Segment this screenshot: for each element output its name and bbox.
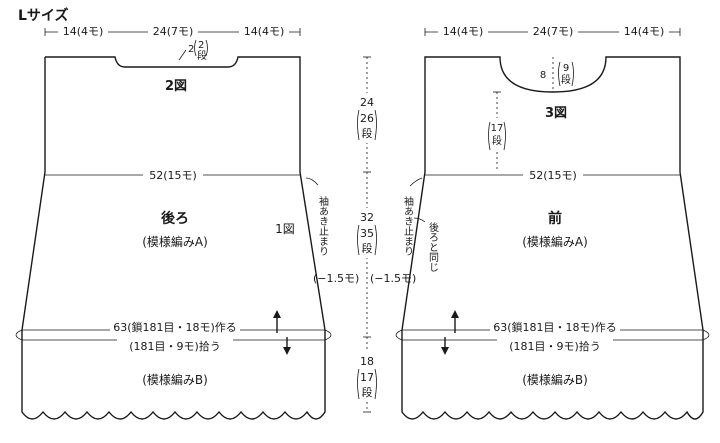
back-top-left-width: 14(4モ)	[63, 25, 104, 38]
back-down-arrow-icon	[283, 347, 291, 355]
back-armhole-stop: 袖あき止まり	[317, 195, 329, 256]
front-armhole-stop: 袖あき止まり	[402, 195, 414, 256]
back-top-left-label-bg	[58, 24, 108, 38]
back-neck-paren-right	[205, 39, 208, 57]
upper-paren-right	[374, 109, 377, 141]
back-neck-depth-num: 2	[188, 44, 194, 55]
front-outline-right-lower	[679, 171, 704, 380]
front-side-paren-right	[503, 121, 506, 151]
upper-height-num: 24	[360, 96, 374, 109]
front-top-center-width: 24(7モ)	[533, 25, 574, 38]
mid-height-num: 32	[360, 211, 374, 224]
front-top-right-label-bg	[619, 24, 669, 38]
lower-paren-right	[374, 368, 377, 400]
back-figure-1: 1図	[275, 222, 295, 236]
back-top-right-label-bg	[239, 24, 289, 38]
upper-height-bg	[356, 93, 378, 143]
front-side-rows-b: 段	[492, 134, 502, 147]
front-hem-line-top: 63(鎖181目・18モ)作る	[493, 320, 617, 334]
front-side-rows-a: 17	[491, 123, 504, 134]
vertical-dimensions: 24 26 段 32 35 段 18 17 段	[356, 56, 378, 413]
front-top-left-width: 14(4モ)	[443, 25, 484, 38]
front-armhole-stop-leader	[409, 177, 423, 187]
back-pattern-a: (模様編みA)	[142, 234, 208, 249]
lower-height-bg	[356, 352, 378, 402]
front-neck-paren-right	[571, 61, 574, 87]
front-neck-figure: 3図	[545, 106, 567, 121]
back-armhole-stop-leader	[305, 177, 319, 186]
lower-paren-left	[357, 368, 360, 400]
mid-paren-right	[374, 224, 377, 256]
back-hem-line-top: 63(鎖181目・18モ)作る	[113, 320, 237, 334]
back-hem-line-bottom: (181目・9モ)拾う	[129, 339, 221, 353]
front-pattern-a: (模様編みA)	[522, 234, 588, 249]
size-label: Lサイズ	[18, 7, 69, 24]
back-neck-leader	[178, 49, 187, 61]
back-outline-top	[45, 56, 301, 172]
front-pattern-b: (模様編みB)	[522, 372, 588, 387]
mid-height-rows-a: 35	[360, 227, 374, 240]
upper-height-rows-a: 26	[360, 112, 374, 125]
front-top-left-label-bg	[438, 24, 488, 38]
mid-height-bg	[356, 208, 378, 258]
back-scalloped-hem	[21, 380, 326, 420]
front-hem-line-bottom: (181目・9モ)拾う	[509, 339, 601, 353]
front-top-right-width: 14(4モ)	[624, 25, 665, 38]
mid-paren-left	[357, 224, 360, 256]
front-armhole-width: 52(15モ)	[529, 169, 577, 182]
lower-height-rows-b: 段	[362, 385, 373, 399]
front-side-label-bg	[487, 118, 507, 152]
back-top-center-width: 24(7モ)	[153, 25, 194, 38]
back-decrease: (−1.5モ)	[313, 272, 359, 285]
back-top-center-label-bg	[148, 24, 198, 38]
front-neck-depth-rows-a: 9	[563, 63, 569, 74]
back-pattern-b: (模様編みB)	[142, 372, 208, 387]
back-top-right-width: 14(4モ)	[244, 25, 285, 38]
back-title: 後ろ	[161, 210, 189, 227]
back-cast-on-band	[15, 329, 332, 341]
upper-paren-left	[357, 109, 360, 141]
front-title: 前	[548, 210, 562, 227]
front-neck-depth-num: 8	[540, 70, 546, 81]
back-neck-depth-rows-b: 段	[197, 49, 207, 62]
front-same-as-back: 後ろと同じ	[427, 221, 439, 272]
front-down-arrow-icon	[441, 347, 449, 355]
front-armhole-label-bg	[523, 168, 583, 182]
front-hem-bottom-label-bg	[497, 339, 613, 353]
front-decrease: (−1.5モ)	[370, 272, 416, 285]
front-cast-on-band	[395, 329, 710, 341]
back-armhole-label-bg	[143, 168, 203, 182]
back-piece: 14(4モ) 24(7モ) 14(4モ) 2 2 段 2図 52(15モ) 後ろ…	[15, 24, 359, 420]
lower-height-num: 18	[360, 355, 374, 368]
back-neck-depth-rows-a: 2	[198, 40, 204, 51]
front-neck-depth-rows-b: 段	[561, 73, 571, 86]
back-hem-top-label-bg	[110, 320, 240, 334]
back-outline-left-lower	[21, 171, 46, 380]
back-up-arrow-icon	[273, 310, 281, 318]
mid-height-rows-b: 段	[362, 241, 373, 255]
front-top-center-label-bg	[528, 24, 578, 38]
back-hem-bottom-label-bg	[117, 339, 233, 353]
front-outline-top	[424, 56, 681, 172]
back-armhole-width: 52(15モ)	[149, 169, 197, 182]
front-side-paren-left	[488, 121, 491, 151]
lower-height-rows-a: 17	[360, 371, 374, 384]
upper-height-rows-b: 段	[362, 126, 373, 140]
front-hem-top-label-bg	[490, 320, 620, 334]
front-up-arrow-icon	[451, 310, 459, 318]
back-neck-paren-left	[194, 39, 197, 57]
back-neck-figure: 2図	[165, 79, 187, 94]
front-neck-paren-left	[558, 61, 561, 87]
front-same-as-back-leader	[413, 217, 426, 223]
front-scalloped-hem	[401, 380, 704, 420]
front-piece: 14(4モ) 24(7モ) 14(4モ) 8 9 段 3図 17 段 52(15…	[370, 24, 710, 420]
